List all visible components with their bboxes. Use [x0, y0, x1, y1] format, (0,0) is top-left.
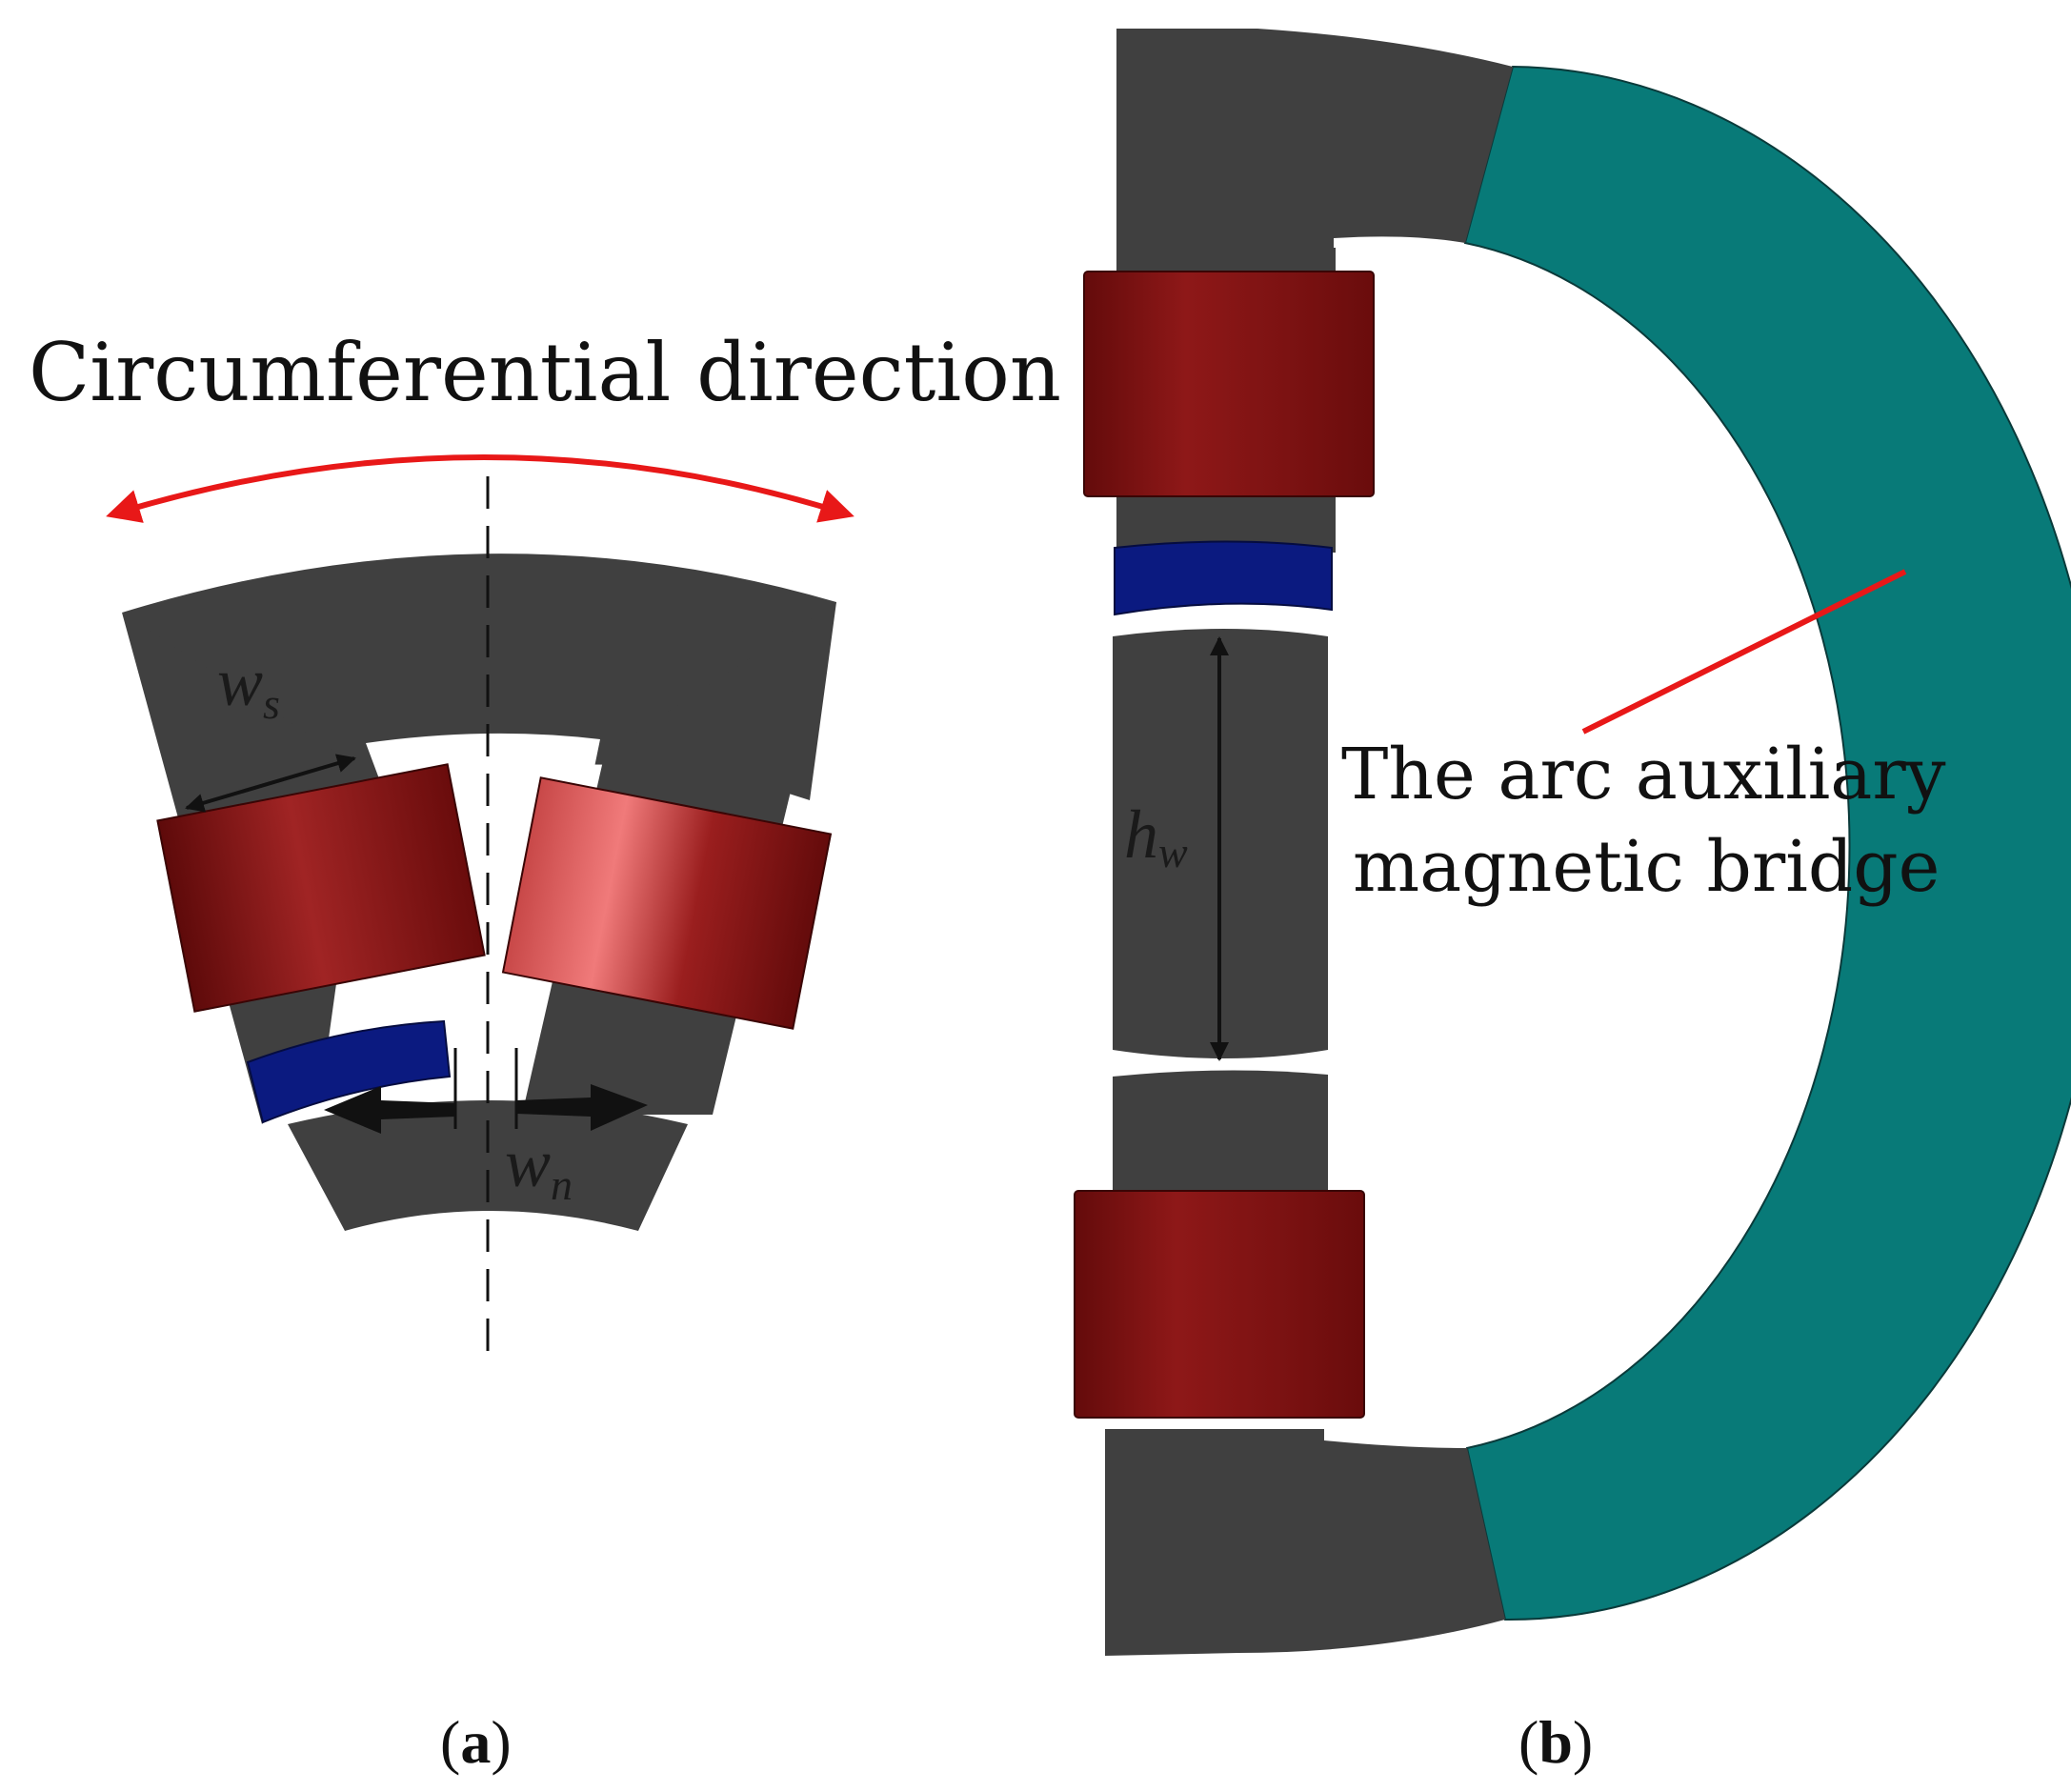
- bridge-label-line2: magnetic bridge: [1353, 826, 1940, 908]
- coil-right: [501, 776, 833, 1030]
- core-upper-arc: [1116, 29, 1513, 255]
- circumferential-direction-label: Circumferential direction: [29, 326, 1061, 419]
- core-lower-arc: [1105, 1429, 1505, 1656]
- panel-b: hw The arc auxiliary magnetic bridge (b): [1074, 29, 2071, 1776]
- hw-label: hw: [1124, 796, 1188, 876]
- bridge-leader-line: [1581, 569, 1907, 735]
- wn-arrow-left: [324, 1086, 455, 1134]
- coil-bottom: [1074, 1190, 1365, 1419]
- core-lower-stem: [1113, 1070, 1328, 1200]
- coil-top: [1083, 271, 1375, 497]
- wn-arrow-right: [516, 1084, 648, 1131]
- wn-label: wn: [505, 1125, 573, 1209]
- panel-a: Circumferential direction ws wn (a): [29, 326, 1061, 1776]
- arc-auxiliary-magnetic-bridge: [1463, 65, 2071, 1621]
- bridge-label-line1: The arc auxiliary: [1341, 734, 1946, 815]
- circumferential-arrow: [106, 454, 855, 523]
- caption-a: (a): [440, 1708, 512, 1776]
- ws-dimension-arrow: [185, 754, 356, 813]
- permanent-magnet-top: [1114, 540, 1333, 616]
- ws-label: ws: [217, 644, 280, 728]
- caption-b: (b): [1518, 1708, 1593, 1776]
- permanent-magnet-left: [246, 1019, 452, 1124]
- rotor-segment: [288, 1100, 688, 1231]
